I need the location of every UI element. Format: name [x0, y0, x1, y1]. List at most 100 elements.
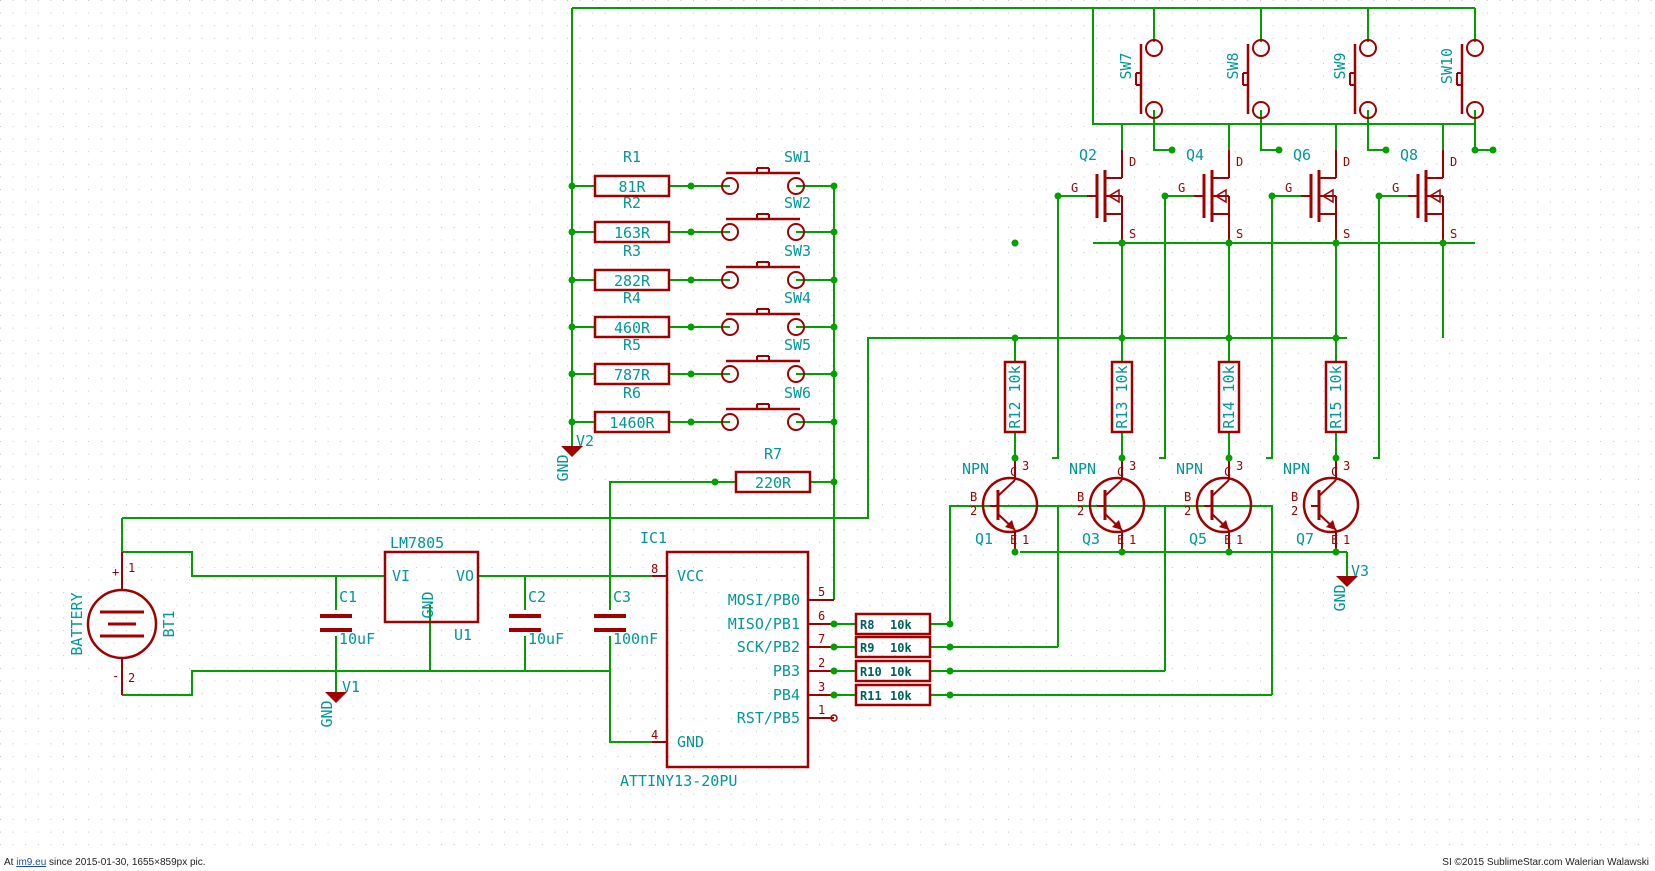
junction-dot [1489, 146, 1497, 154]
footer-site-link[interactable]: im9.eu [16, 857, 47, 868]
switch-ref: SW8 [1224, 52, 1242, 79]
switch-contact [1252, 101, 1270, 119]
resistor-value: 1460R [609, 414, 655, 432]
switch-contact [721, 177, 739, 195]
junction-dot [568, 418, 576, 426]
switch-contact [1252, 39, 1270, 57]
mosfet-pin-s: S [1236, 227, 1243, 241]
switch-contact [721, 223, 739, 241]
resistor-ref: R5 [623, 336, 641, 354]
junction-dot [830, 228, 838, 236]
ground-symbol [1336, 576, 1358, 587]
switch-ref: SW1 [784, 148, 811, 166]
junction-dot [1275, 146, 1283, 154]
ground-label: GND [318, 700, 336, 727]
junction-dot [687, 370, 695, 378]
junction-dot [568, 370, 576, 378]
resistor-body [593, 220, 671, 244]
regulator-gnd-pin: GND [419, 591, 437, 618]
capacitor-value: 10uF [528, 630, 564, 648]
junction-dot [830, 370, 838, 378]
resistor-value: 460R [614, 319, 651, 337]
switch-contact [721, 271, 739, 289]
wire [1266, 195, 1301, 459]
junction-dot [1118, 548, 1126, 556]
resistor-body [593, 362, 671, 386]
resistor-body [593, 268, 671, 292]
npn-pin-letter: E [1010, 533, 1017, 547]
regulator-value: LM7805 [390, 534, 444, 552]
switch-contact [1359, 39, 1377, 57]
regulator-vi-pin: VI [392, 567, 410, 585]
junction-dot [830, 691, 838, 699]
resistor-ref: R3 [623, 242, 641, 260]
npn-pin-number: 1 [1236, 533, 1243, 547]
ic-pin-number: 6 [818, 609, 825, 623]
junction-dot [946, 691, 954, 699]
footer-prefix: At [4, 857, 17, 868]
junction-dot [830, 620, 838, 628]
wire [609, 671, 652, 743]
junction-dot [1225, 334, 1233, 342]
switch-contact [1359, 101, 1377, 119]
junction-dot [1168, 146, 1176, 154]
ground-label: GND [554, 454, 572, 481]
junction-dot [1161, 192, 1169, 200]
npn-arrow [1219, 520, 1229, 530]
wire [122, 670, 610, 696]
footer-credit: SI ©2015 SublimeStar.com Walerian Walaws… [1442, 857, 1649, 868]
npn-collector [1318, 479, 1337, 497]
switch-ref: SW10 [1438, 48, 1456, 84]
ic-pin-number: 3 [818, 680, 825, 694]
capacitor-value: 100nF [613, 630, 658, 648]
footer-left: At im9.eu since 2015-01-30, 1655×859px p… [4, 857, 206, 868]
resistor-body [854, 683, 932, 707]
switch-contact [721, 365, 739, 383]
wire [1153, 124, 1172, 151]
resistor-label: R12 10k [1006, 365, 1024, 428]
npn-pin-number: 3 [1236, 459, 1243, 473]
npn-body [981, 476, 1039, 534]
junction-dot [687, 182, 695, 190]
resistor-label: R14 10k [1220, 365, 1238, 428]
npn-pin-number: 1 [1129, 533, 1136, 547]
ic-pin-name: PB3 [773, 662, 800, 680]
resistor-value: 220R [755, 474, 792, 492]
npn-pin-letter: E [1117, 533, 1124, 547]
junction-dot [830, 643, 838, 651]
footer-text: since 2015-01-30, 1655×859px pic. [46, 857, 206, 868]
ic-pin-number: 5 [818, 585, 825, 599]
switch-ref: SW3 [784, 242, 811, 260]
switch-ref: SW4 [784, 289, 811, 307]
npn-pin-letter: C [1010, 465, 1017, 479]
resistor-value: 10k [890, 641, 912, 655]
wires [121, 7, 1493, 743]
npn-value: NPN [1176, 460, 1203, 478]
ic-pin-number: 1 [818, 703, 825, 717]
npn-value: NPN [962, 460, 989, 478]
ground-net-name: V2 [576, 432, 594, 450]
junction-dot [1011, 548, 1019, 556]
junction-dot [687, 276, 695, 284]
resistor-ref: R11 [860, 689, 882, 703]
ground-symbol [561, 446, 583, 457]
junction-dot [1332, 548, 1340, 556]
switch-contact [787, 271, 805, 289]
mosfet-pin-s: S [1129, 227, 1136, 241]
mosfet-pin-g: G [1285, 181, 1292, 195]
npn-pin-letter: C [1331, 465, 1338, 479]
ic-pin-name: MOSI/PB0 [728, 591, 800, 609]
junction-dot [1332, 239, 1340, 247]
mosfet-pin-g: G [1178, 181, 1185, 195]
resistor-ref: R6 [623, 384, 641, 402]
capacitor-value: 10uF [339, 630, 375, 648]
junction-dot [830, 276, 838, 284]
junction-dot [1382, 146, 1390, 154]
resistor-label: R15 10k [1327, 365, 1345, 428]
junction-dot [1471, 146, 1479, 154]
battery-ref: BT1 [160, 610, 178, 637]
mosfet-pin-d: D [1129, 155, 1136, 169]
npn-arrow [1005, 520, 1015, 530]
resistor-body [854, 635, 932, 659]
